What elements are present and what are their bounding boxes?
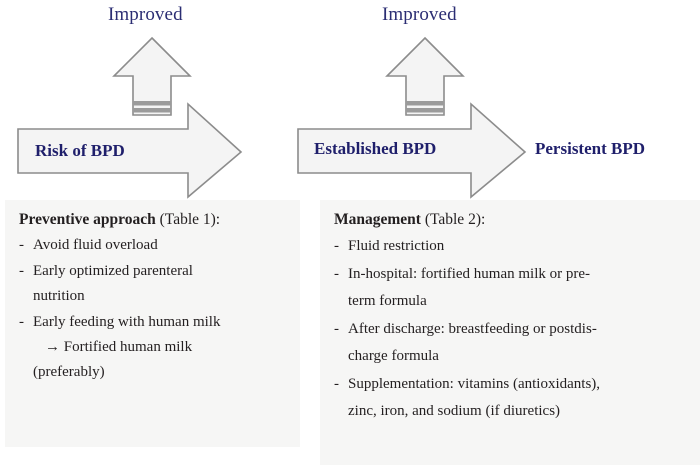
list-item: -In-hospital: fortified human milk or pr… <box>334 261 690 315</box>
list-item-line: Early feeding with human milk <box>33 314 221 330</box>
list-item-line: (preferably) <box>33 364 105 380</box>
panel-heading-weak: (Table 1): <box>155 211 221 228</box>
management-bullet-list: -Fluid restriction-In-hospital: fortifie… <box>334 233 690 425</box>
list-item-line: Supplementation: vitamins (antioxidants)… <box>348 376 601 392</box>
diagram-shapes <box>17 36 527 199</box>
list-item-line: charge formula <box>348 348 439 364</box>
list-item-line: Avoid fluid overload <box>33 237 158 253</box>
list-item: -Early feeding with human milk → Fortifie… <box>19 310 288 385</box>
arrow-label-risk-of-bpd: Risk of BPD <box>35 141 125 160</box>
dash-bullet-icon: - <box>334 238 339 254</box>
list-item: -After discharge: breastfeeding or postd… <box>334 316 690 370</box>
panel-preventive-approach: Preventive approach (Table 1): -Avoid fl… <box>5 200 300 447</box>
list-item: -Fluid restriction <box>334 233 690 260</box>
dash-bullet-icon: - <box>19 314 24 330</box>
up-arrow-2-band-lower <box>406 108 444 113</box>
dash-bullet-icon: - <box>334 376 339 392</box>
improved-label-1: Improved <box>108 4 183 25</box>
up-arrow-2-band-upper <box>406 101 444 106</box>
panel-heading-strong: Management <box>334 211 421 228</box>
panel-heading-weak: (Table 2): <box>420 211 486 228</box>
list-item-line: After discharge: breastfeeding or postdi… <box>348 321 597 337</box>
panel-heading-management: Management (Table 2): <box>334 210 690 230</box>
outcome-label-persistent-bpd: Persistent BPD <box>535 139 646 158</box>
preventive-bullet-list: -Avoid fluid overload-Early optimized pa… <box>19 233 288 385</box>
list-item-line: nutrition <box>33 288 85 304</box>
right-arrow-established <box>297 102 527 199</box>
list-item: -Early optimized parenteral nutrition <box>19 259 288 309</box>
dash-bullet-icon: - <box>19 263 24 279</box>
improved-label-2: Improved <box>382 4 457 25</box>
dash-bullet-icon: - <box>19 237 24 253</box>
right-arrow-risk <box>17 102 243 199</box>
list-item: -Supplementation: vitamins (antioxidants… <box>334 371 690 425</box>
panel-heading-strong: Preventive approach <box>19 211 156 228</box>
list-item-line: term formula <box>348 293 427 309</box>
panel-heading-preventive: Preventive approach (Table 1): <box>19 210 288 230</box>
panel-management: Management (Table 2): -Fluid restriction… <box>320 200 700 465</box>
list-item-line: Fluid restriction <box>348 238 445 254</box>
list-item-line: zinc, iron, and sodium (if diuretics) <box>348 403 561 419</box>
arrow-label-established-bpd: Established BPD <box>314 139 437 158</box>
list-item-line: In-hospital: fortified human milk or pre… <box>348 266 591 282</box>
list-item-line: Early optimized parenteral <box>33 263 193 279</box>
dash-bullet-icon: - <box>334 266 339 282</box>
up-arrow-2 <box>385 36 465 116</box>
list-item: -Avoid fluid overload <box>19 233 288 258</box>
bpd-flow-diagram: Improved Improved Risk of BPD Establishe… <box>0 0 700 200</box>
up-arrow-1 <box>112 36 192 116</box>
up-arrow-1-band-upper <box>133 101 171 106</box>
up-arrow-1-band-lower <box>133 108 171 113</box>
dash-bullet-icon: - <box>334 321 339 337</box>
list-item-line: → Fortified human milk <box>45 339 193 355</box>
